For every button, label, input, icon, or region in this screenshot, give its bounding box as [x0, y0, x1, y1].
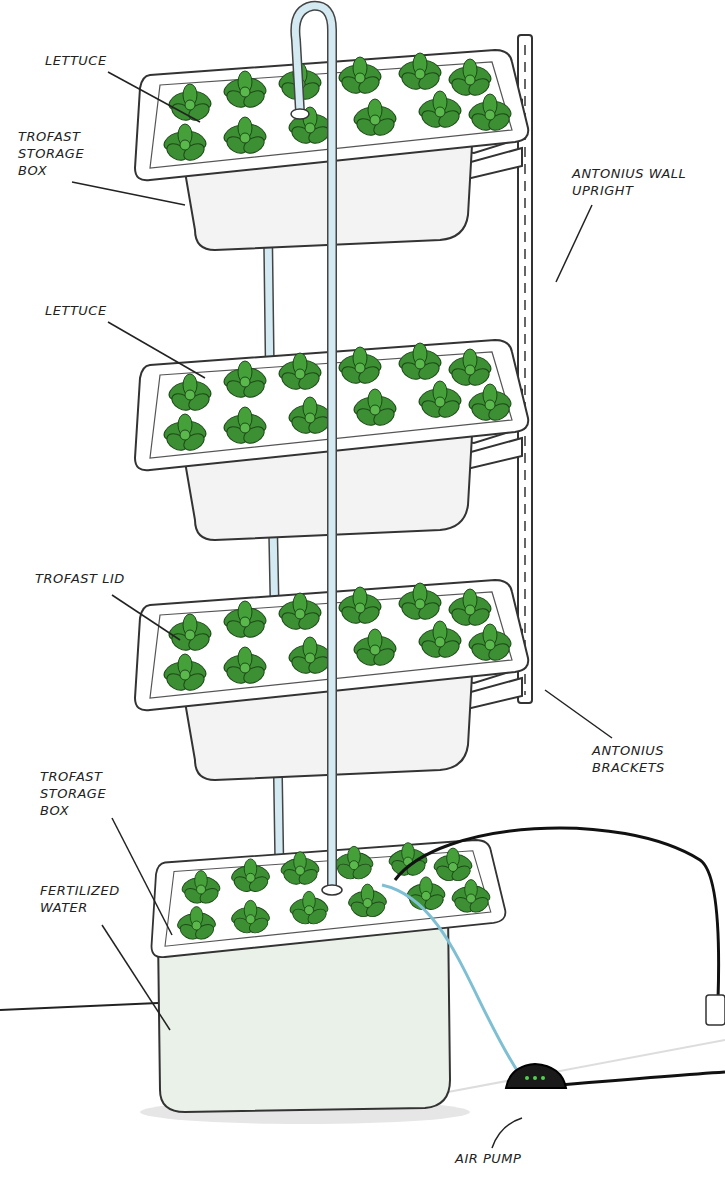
part-label: LETTUCE [45, 302, 135, 319]
part-label: AIR PUMP [455, 1150, 565, 1167]
part-label: LETTUCE [45, 52, 135, 69]
part-label: ANTONIUS BRACKETS [592, 742, 702, 776]
part-label: FERTILIZED WATER [40, 882, 150, 916]
part-label: TROFAST STORAGE BOX [40, 768, 125, 819]
part-label: TROFAST STORAGE BOX [18, 128, 103, 179]
part-label: TROFAST LID [35, 570, 145, 587]
part-label: ANTONIUS WALL UPRIGHT [572, 165, 712, 199]
